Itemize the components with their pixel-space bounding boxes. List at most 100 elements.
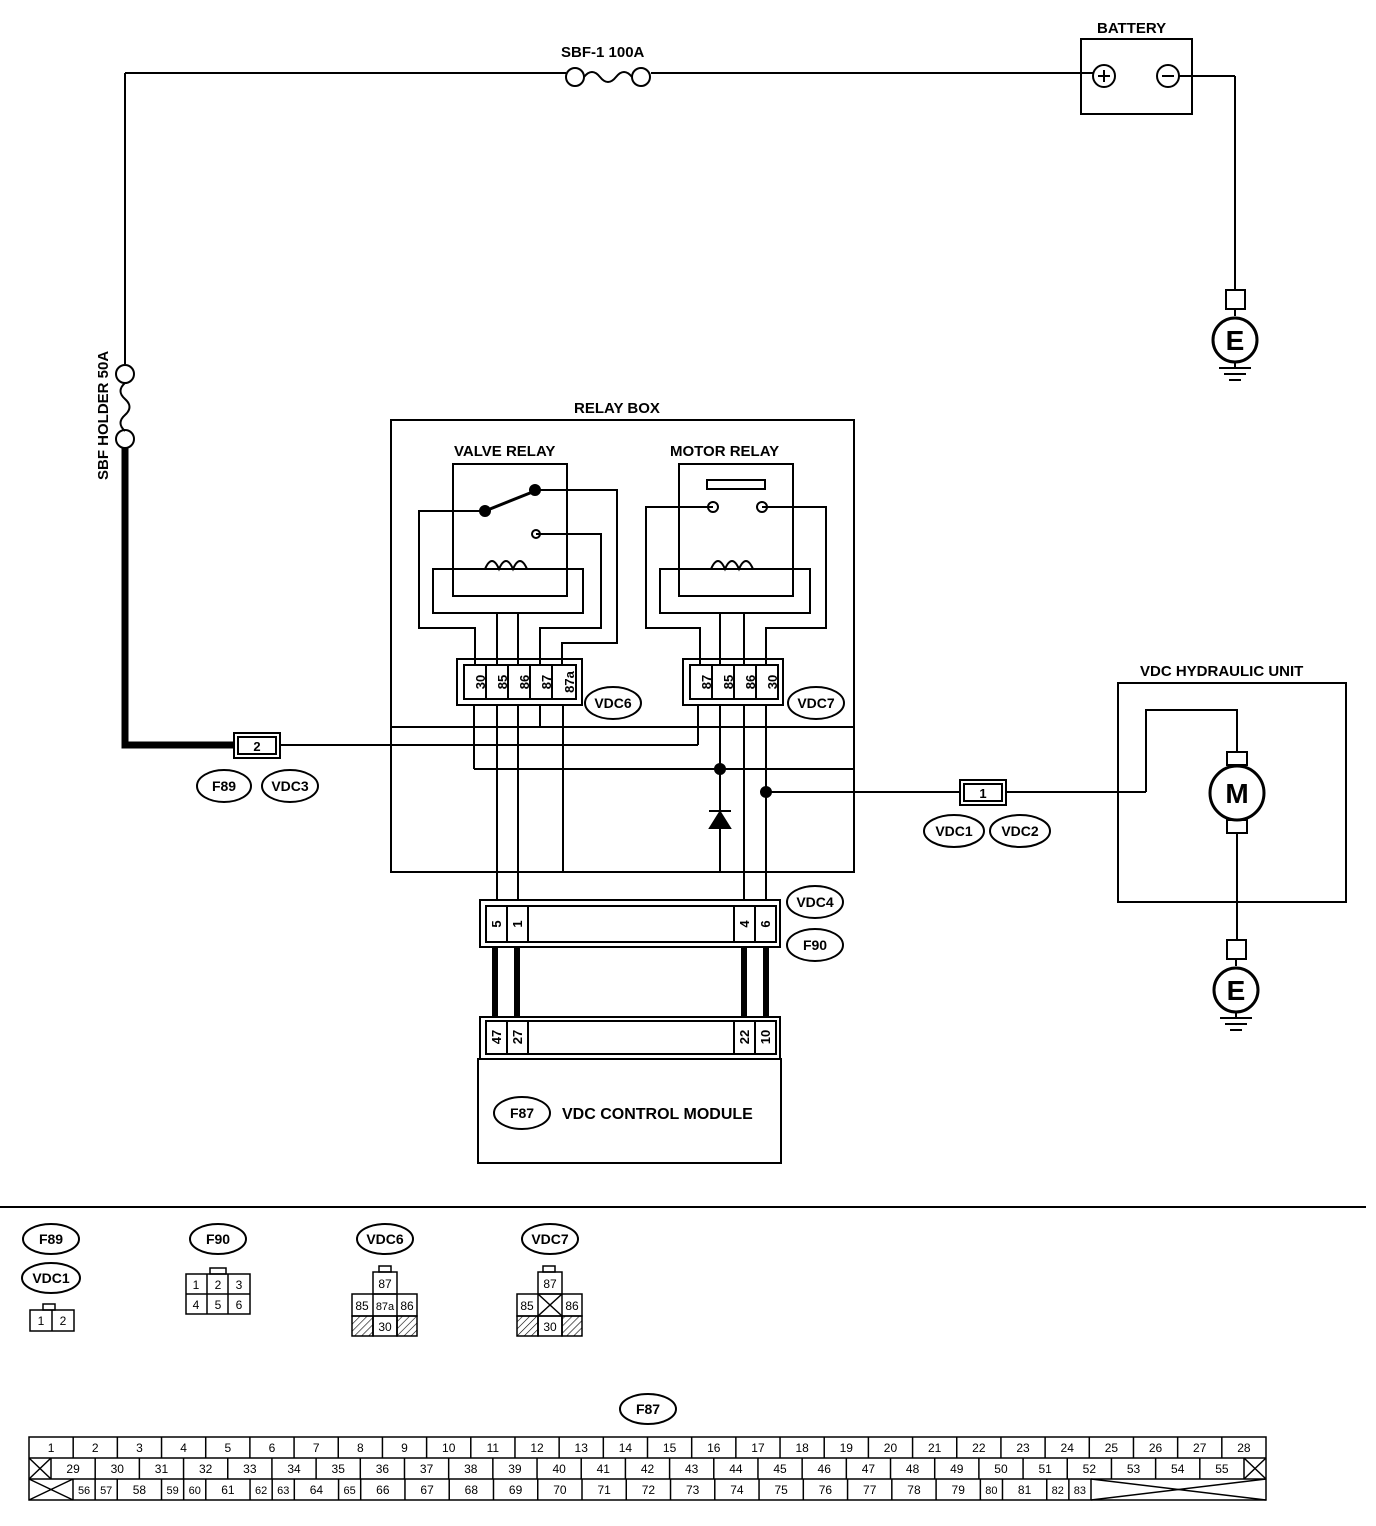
- legend-f87-pin: 61: [221, 1483, 235, 1497]
- legend-vdc6-pin: 85: [355, 1299, 369, 1313]
- legend-ovals: [21, 1223, 677, 1425]
- legend-vdc7-pin: 30: [543, 1320, 557, 1334]
- legend-f90-pin: 4: [193, 1298, 200, 1312]
- legend-vdc7-face: [516, 1265, 583, 1337]
- legend-tag-vdc7: VDC7: [531, 1231, 569, 1247]
- legend-f87-pin: 81: [1018, 1483, 1032, 1497]
- legend-f87-pin: 73: [686, 1483, 700, 1497]
- vdc1-connector: [959, 779, 1146, 806]
- legend-f90-pin: 6: [236, 1298, 243, 1312]
- valve-relay-label: VALVE RELAY: [454, 443, 555, 460]
- ground-e-battery: E: [1226, 325, 1245, 356]
- legend-f87-pin: 70: [553, 1483, 567, 1497]
- legend-f87-pin: 64: [310, 1483, 324, 1497]
- battery-label: BATTERY: [1097, 20, 1166, 37]
- legend-f87-pin: 20: [884, 1441, 898, 1455]
- legend-f87-pin: 55: [1215, 1462, 1229, 1476]
- valve-relay: [418, 463, 618, 666]
- vdc-control-module: [477, 1016, 782, 1164]
- legend-f87-pin: 80: [985, 1485, 997, 1497]
- legend-f87-pin: 24: [1061, 1441, 1075, 1455]
- legend-f87-pin: 18: [795, 1441, 809, 1455]
- motor-relay-label: MOTOR RELAY: [670, 443, 779, 460]
- connector-tag-ovals: [196, 686, 1051, 1130]
- f87-pin: 47: [489, 1030, 504, 1044]
- tag-vdc4: VDC4: [796, 894, 834, 910]
- legend-f87-pin: 49: [950, 1462, 964, 1476]
- sbf1-label: SBF-1 100A: [561, 44, 645, 61]
- legend-tag-f89: F89: [39, 1231, 63, 1247]
- legend-f87-pin: 32: [199, 1462, 213, 1476]
- legend-vdc7-pin: 86: [565, 1299, 579, 1313]
- module-harness-wires: [492, 947, 769, 1017]
- legend-f87-pin: 33: [243, 1462, 257, 1476]
- legend-f87-pin: 51: [1038, 1462, 1052, 1476]
- legend-vdc6-face: [351, 1265, 418, 1337]
- main-feed-wire: [124, 72, 1236, 364]
- sbf-holder-label: SBF HOLDER 50A: [95, 351, 112, 480]
- legend-f89-pin: 1: [38, 1314, 45, 1328]
- vdc4-f90-connector: [479, 899, 781, 948]
- legend-f87-pin: 21: [928, 1441, 942, 1455]
- legend-f87-pin: 23: [1016, 1441, 1030, 1455]
- legend-f87-pin: 42: [641, 1462, 655, 1476]
- legend-f87-pin: 2: [92, 1441, 99, 1455]
- f87-pin: 27: [510, 1030, 525, 1044]
- motor-symbol: M: [1225, 778, 1248, 809]
- relay-box-internal-wiring: [391, 705, 960, 900]
- legend-vdc6-pin: 30: [378, 1320, 392, 1334]
- f87-pin: 22: [737, 1030, 752, 1044]
- f87-pin: 10: [758, 1030, 773, 1044]
- legend-f87-pin: 25: [1105, 1441, 1119, 1455]
- legend-f87-pin: 72: [642, 1483, 656, 1497]
- f90-pin: 1: [510, 920, 525, 927]
- f90-pin: 4: [737, 920, 752, 928]
- legend-f87-pin: 82: [1052, 1485, 1064, 1497]
- legend-f87-pin: 8: [357, 1441, 364, 1455]
- motor-relay: [645, 463, 827, 666]
- legend-tag-vdc6: VDC6: [366, 1231, 404, 1247]
- legend-f87-pin: 74: [730, 1483, 744, 1497]
- legend-f87-pin: 58: [133, 1483, 147, 1497]
- legend-f87-pin: 78: [907, 1483, 921, 1497]
- legend-vdc7-pin: 87: [543, 1277, 557, 1291]
- sbf1-fuse: [565, 67, 651, 87]
- legend-f87-pin: 22: [972, 1441, 986, 1455]
- legend-f87-pin: 17: [751, 1441, 765, 1455]
- legend-f87-pin: 45: [773, 1462, 787, 1476]
- legend-f87-pin: 69: [509, 1483, 523, 1497]
- legend-f89-face: [29, 1303, 75, 1332]
- legend-f87-pin: 29: [66, 1462, 80, 1476]
- tag-f87: F87: [510, 1105, 534, 1121]
- legend-f87-pin: 15: [663, 1441, 677, 1455]
- tag-vdc1: VDC1: [935, 823, 973, 839]
- legend-f87-pin: 63: [277, 1485, 289, 1497]
- legend-f87-pin: 53: [1127, 1462, 1141, 1476]
- legend-f87-pin: 47: [862, 1462, 876, 1476]
- legend-f87-pin: 40: [552, 1462, 566, 1476]
- legend-vdc6-pin: 86: [400, 1299, 414, 1313]
- legend-f87-pin: 43: [685, 1462, 699, 1476]
- legend-f87-pin: 28: [1237, 1441, 1251, 1455]
- legend-f90-pin: 2: [215, 1278, 222, 1292]
- legend-f87-pin: 83: [1074, 1485, 1086, 1497]
- vdc6-pin: 87a: [562, 670, 577, 692]
- vdc6-pin: 85: [495, 675, 510, 689]
- legend-f87-pin: 3: [136, 1441, 143, 1455]
- legend-f87-pin: 16: [707, 1441, 721, 1455]
- legend-f87-pin: 39: [508, 1462, 522, 1476]
- legend-f87-pin: 44: [729, 1462, 743, 1476]
- legend-f87-pin: 5: [224, 1441, 231, 1455]
- legend-f87-pin: 76: [819, 1483, 833, 1497]
- legend-f87-pin: 79: [952, 1483, 966, 1497]
- legend-f90-face: [185, 1267, 251, 1315]
- vdc6-pin: 87: [539, 675, 554, 689]
- legend-f90-pin: 5: [215, 1298, 222, 1312]
- legend-f87-pin: 12: [530, 1441, 544, 1455]
- legend-f87-pin: 1: [48, 1441, 55, 1455]
- legend-f87-pin: 71: [597, 1483, 611, 1497]
- legend-f87-pin: 46: [818, 1462, 832, 1476]
- legend-f87-pin: 50: [994, 1462, 1008, 1476]
